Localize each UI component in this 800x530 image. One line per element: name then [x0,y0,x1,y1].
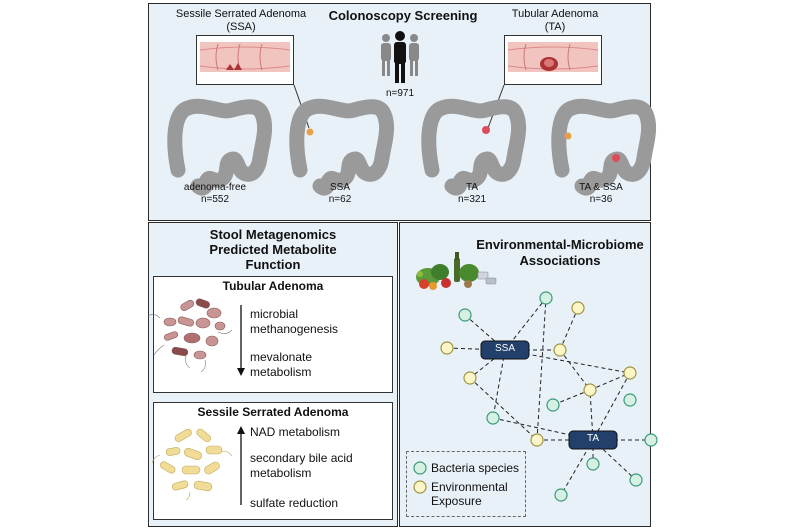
group-name: adenoma-free [183,182,247,193]
ta-callout-line1: Tubular Adenoma [511,8,599,20]
exposure-nodes [440,301,637,447]
associations-title: Environmental-Microbiome Associations [470,237,650,269]
arrow-up-icon [237,426,245,505]
legend-exposure-label: Environmental Exposure [431,480,508,508]
ssa-hub-node [480,340,530,360]
bacteria-cluster-icon-ta [147,298,233,373]
group-count: n=36 [589,194,613,205]
group-count: n=552 [200,194,230,205]
ta-item1-line1: microbial [250,307,299,321]
colon-icon-ta [421,98,527,196]
ssa-function-box [153,402,393,520]
ssa-item-nad: NAD metabolism [250,425,341,439]
colon-icon-adenoma-free [167,98,273,196]
exposure-legend-icon [413,480,427,494]
ssa-function-title: Sessile Serrated Adenoma [197,405,349,419]
group-count: n=62 [328,194,352,205]
group-ssa: SSA n=62 [300,182,380,206]
ssa-hub-label: SSA [494,343,515,354]
ssa-tissue-icon [199,42,291,72]
bacteria-legend-icon [413,461,427,475]
legend-exposure-line1: Environmental [431,480,508,494]
associations-title-line1: Environmental-Microbiome [476,237,644,252]
ta-item2-line2: metabolism [250,365,312,379]
ta-lesion-icon [612,154,620,162]
metagenomics-title-line1: Stool Metagenomics [209,227,337,242]
ta-item-methanogenesis: microbial methanogenesis [250,307,338,337]
bacteria-nodes [458,291,658,502]
bacteria-cluster-icon-ssa [151,428,233,501]
group-name: TA & SSA [579,182,623,193]
ta-callout-line2: (TA) [544,21,566,33]
group-ta: TA n=321 [432,182,512,206]
metagenomics-title-line3: Function [245,257,301,272]
ssa-lesion-icon [306,128,314,136]
ssa-item-sulfate: sulfate reduction [250,496,339,510]
ta-hub-node [568,430,618,450]
legend-bacteria-label: Bacteria species [431,461,520,475]
ssa-callout-line2: (SSA) [226,21,256,33]
group-count: n=321 [457,194,487,205]
ssa-item2-line1: secondary bile acid [250,451,353,465]
total-count: n=971 [385,88,415,99]
group-name: TA [465,182,479,193]
food-icon [416,252,497,290]
ssa-callout-line1: Sessile Serrated Adenoma [175,8,307,20]
group-name: SSA [329,182,350,193]
ta-item1-line2: methanogenesis [250,322,339,336]
arrow-down-icon [237,305,245,376]
group-adenoma-free: adenoma-free n=552 [170,182,260,206]
network-legend [406,451,526,517]
group-ta-ssa: TA & SSA n=36 [556,182,646,206]
ta-function-title: Tubular Adenoma [222,279,324,293]
ta-tissue-icon [507,42,599,72]
colonoscopy-title: Colonoscopy Screening [328,8,478,23]
ssa-lesion-icon [564,132,572,140]
ssa-item2-line2: metabolism [250,466,312,480]
legend-exposure-line2: Exposure [431,494,482,508]
ssa-callout-label: Sessile Serrated Adenoma (SSA) [166,8,316,34]
ta-item-mevalonate: mevalonate metabolism [250,350,312,380]
ta-hub-label: TA [586,433,600,444]
metagenomics-title: Stool Metagenomics Predicted Metabolite … [160,227,386,272]
associations-title-line2: Associations [519,253,601,268]
people-icon [381,31,419,83]
colon-icon-ta-ssa [551,98,657,196]
ssa-item-bile-acid: secondary bile acid metabolism [250,451,353,481]
ta-callout-label: Tubular Adenoma (TA) [495,8,615,34]
colon-icon-ssa [289,98,395,196]
ta-item2-line1: mevalonate [250,350,313,364]
metagenomics-title-line2: Predicted Metabolite [209,242,337,257]
ta-lesion-icon [482,126,490,134]
